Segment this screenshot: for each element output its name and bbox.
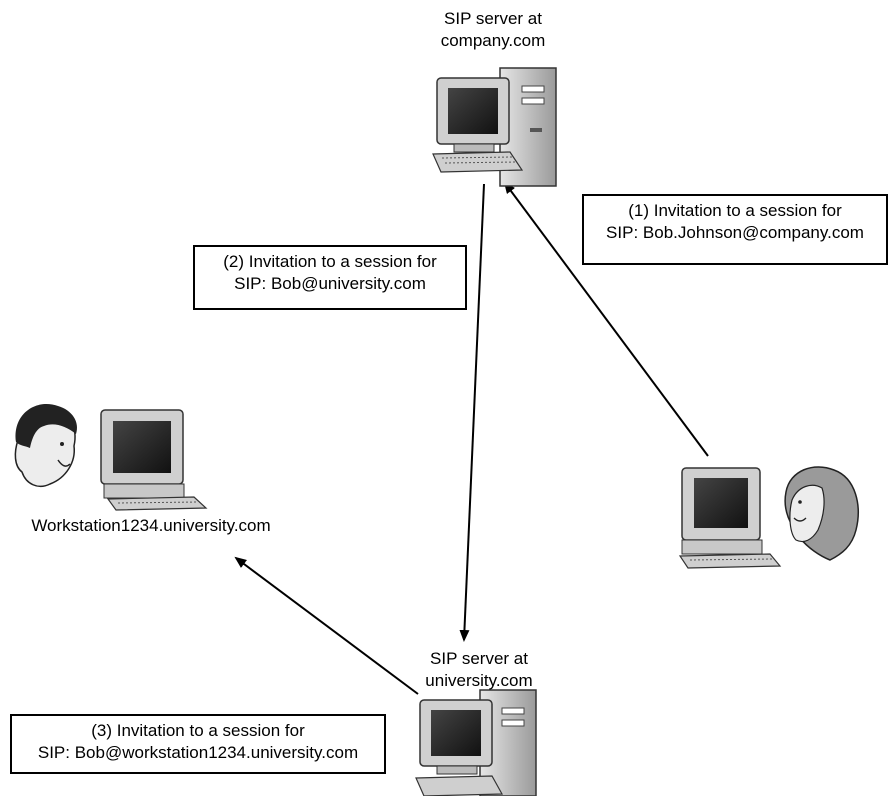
message-1-line2: SIP: Bob.Johnson@company.com [606, 223, 864, 242]
company-server-computer-icon [432, 67, 557, 187]
message-2-line1: (2) Invitation to a session for [223, 252, 437, 271]
arrow-1-alice-to-company-server [503, 181, 709, 457]
message-3-line2: SIP: Bob@workstation1234.university.com [37, 743, 359, 762]
arrow-3-university-server-to-workstation [234, 556, 419, 695]
message-3-box: (3) Invitation to a session for SIP: Bob… [10, 714, 386, 774]
message-2-box: (2) Invitation to a session for SIP: Bob… [193, 245, 467, 310]
university-server-computer-icon [415, 689, 537, 796]
company-server-label: SIP server at company.com [418, 8, 568, 52]
message-1-line1: (1) Invitation to a session for [628, 201, 842, 220]
university-server-label-line2: university.com [425, 671, 533, 690]
bob-person-icon [14, 403, 78, 488]
university-server-label-line1: SIP server at [430, 649, 528, 668]
alice-person-icon [784, 466, 859, 561]
message-3-line1: (3) Invitation to a session for [91, 721, 305, 740]
arrow-2-company-to-university-server [459, 183, 485, 642]
company-server-label-line2: company.com [440, 31, 546, 50]
message-2-line2: SIP: Bob@university.com [234, 274, 426, 293]
message-1-box: (1) Invitation to a session for SIP: Bob… [582, 194, 888, 265]
workstation-label: Workstation1234.university.com [31, 516, 271, 535]
alice-computer-icon [678, 467, 782, 569]
workstation-computer-icon [100, 409, 208, 511]
university-server-label: SIP server at university.com [404, 648, 554, 692]
company-server-label-line1: SIP server at [444, 9, 542, 28]
